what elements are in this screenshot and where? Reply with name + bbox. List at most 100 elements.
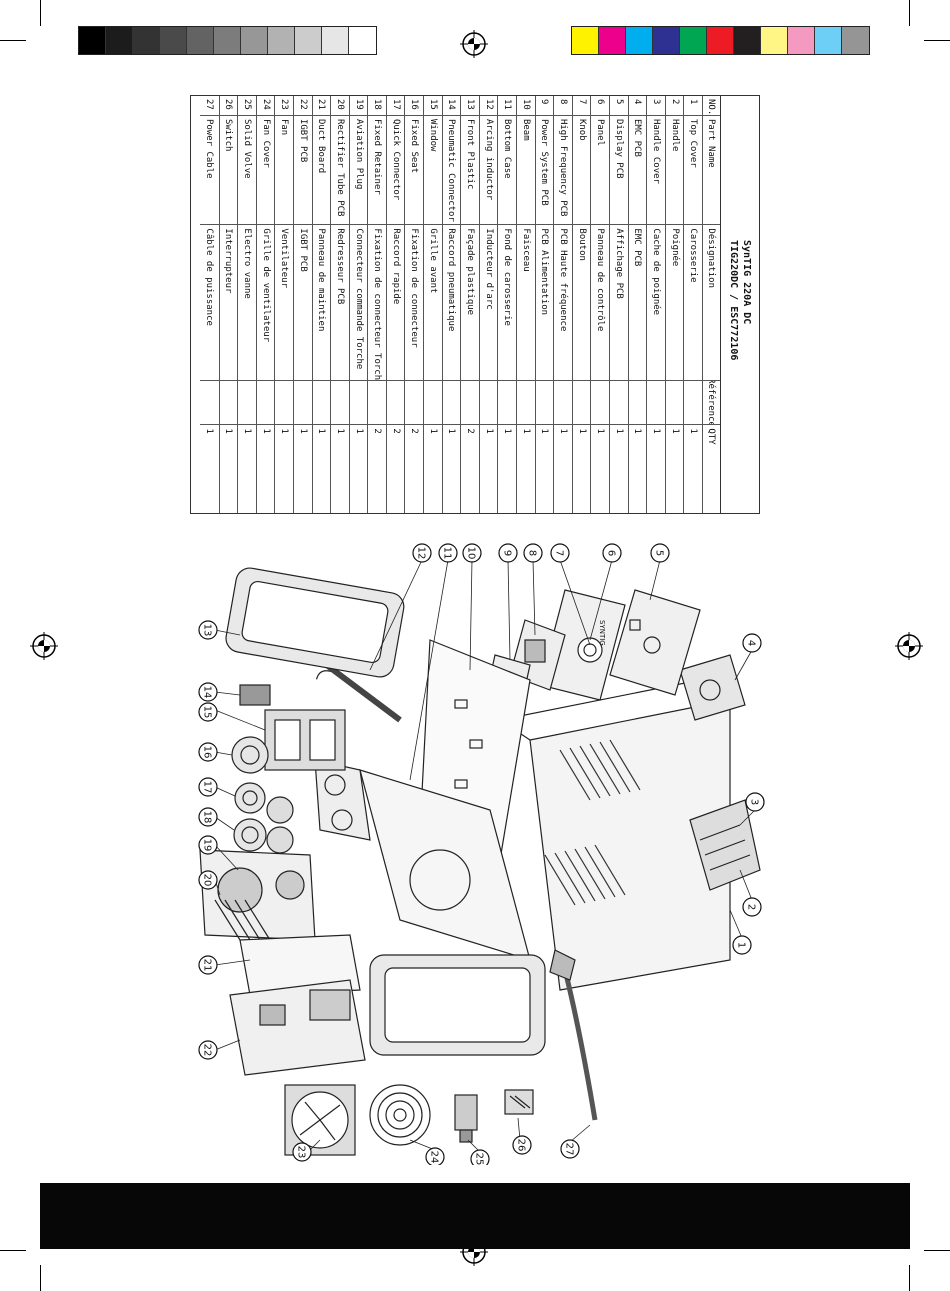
gray-swatch bbox=[349, 27, 376, 54]
cell-designation: Panneau de maintien bbox=[312, 225, 331, 381]
color-swatch bbox=[842, 27, 869, 54]
callout-14: 14 bbox=[198, 682, 218, 702]
grayscale-calibration-bar bbox=[78, 26, 377, 55]
cell-designation: Bouton bbox=[572, 225, 591, 381]
cell-designation: Grille avant bbox=[424, 225, 442, 381]
cell-no: 15 bbox=[424, 96, 442, 116]
cell-part-name: IGBT PCB bbox=[293, 115, 312, 226]
cell-no: 17 bbox=[386, 96, 405, 116]
cell-qty: 2 bbox=[465, 428, 476, 434]
callout-label: 22 bbox=[202, 1044, 213, 1057]
cell-designation: Carosserie bbox=[684, 225, 702, 381]
color-swatch bbox=[761, 27, 788, 54]
cell-reference bbox=[498, 380, 517, 426]
callout-label: 17 bbox=[202, 781, 213, 794]
callout-label: 27 bbox=[564, 1143, 575, 1156]
cell-reference bbox=[442, 380, 461, 426]
cell-part-name: Window bbox=[424, 115, 442, 226]
duct-board-drawing bbox=[239, 934, 361, 996]
callout-label: 16 bbox=[202, 746, 213, 759]
cell-qty: 1 bbox=[279, 428, 290, 434]
header-reference: Référence bbox=[703, 380, 720, 426]
color-swatch bbox=[734, 27, 761, 54]
cell-designation: Faisceau bbox=[517, 225, 535, 381]
cell-no: 20 bbox=[331, 96, 349, 116]
cell-designation: Grille de ventilateur bbox=[256, 225, 275, 381]
cell-qty: 1 bbox=[595, 428, 606, 434]
cell-reference bbox=[517, 380, 535, 426]
crop-mark bbox=[0, 40, 26, 41]
callout-label: 2 bbox=[746, 904, 757, 910]
callout-label: 4 bbox=[746, 640, 757, 646]
callout-label: 15 bbox=[202, 706, 213, 719]
callout-12: 12 bbox=[412, 543, 432, 563]
color-swatch bbox=[572, 27, 599, 54]
cell-reference bbox=[312, 380, 331, 426]
cell-no: 19 bbox=[349, 96, 368, 116]
cell-qty: 2 bbox=[372, 428, 383, 434]
callout-5: 5 bbox=[650, 543, 670, 563]
cell-designation: Ventilateur bbox=[275, 225, 293, 381]
cell-reference bbox=[386, 380, 405, 426]
cell-qty: 1 bbox=[316, 428, 327, 434]
callout-18: 18 bbox=[198, 807, 218, 827]
cell-reference bbox=[199, 380, 219, 426]
callout-label: 11 bbox=[442, 547, 453, 560]
cell-designation: Redresseur PCB bbox=[331, 225, 349, 381]
fan-drawing bbox=[284, 1084, 356, 1156]
cell-no: 11 bbox=[498, 96, 517, 116]
panel-brand-label: SYNTIG bbox=[598, 620, 606, 646]
callout-2: 2 bbox=[742, 897, 762, 917]
parts-list: SynTIG 220A DC TIG220DC / ESC772106 NO. … bbox=[190, 95, 760, 514]
cell-part-name: Quick Connector bbox=[386, 115, 405, 226]
cell-designation: Façade plastique bbox=[461, 225, 479, 381]
gray-swatch bbox=[160, 27, 187, 54]
registration-mark-icon bbox=[30, 632, 58, 660]
cell-part-name: Solid Volve bbox=[238, 115, 256, 226]
crop-mark bbox=[924, 1250, 950, 1251]
cell-part-name: Fixed Retainer bbox=[368, 115, 386, 226]
callout-3: 3 bbox=[745, 792, 765, 812]
cell-part-name: Front Plastic bbox=[461, 115, 479, 226]
cell-qty: 1 bbox=[558, 428, 569, 434]
bottom-case-drawing bbox=[314, 759, 531, 961]
cell-qty: 1 bbox=[520, 428, 531, 434]
callout-label: 1 bbox=[736, 942, 747, 948]
cell-part-name: Fan Cover bbox=[256, 115, 275, 226]
crop-mark bbox=[909, 1265, 910, 1291]
callout-label: 10 bbox=[466, 547, 477, 560]
cell-part-name: Pneumatic Connector bbox=[442, 115, 461, 226]
crop-mark bbox=[909, 0, 910, 26]
callout-6: 6 bbox=[602, 543, 622, 563]
callout-label: 14 bbox=[202, 686, 213, 699]
cell-part-name: High Frequency PCB bbox=[554, 115, 572, 226]
color-swatch bbox=[653, 27, 680, 54]
color-swatch bbox=[815, 27, 842, 54]
color-swatch bbox=[626, 27, 653, 54]
callout-label: 24 bbox=[429, 1151, 440, 1164]
callout-27: 27 bbox=[560, 1139, 580, 1159]
cell-reference bbox=[461, 380, 479, 426]
cell-no: 23 bbox=[275, 96, 293, 116]
callout-11: 11 bbox=[438, 543, 458, 563]
callout-label: 23 bbox=[296, 1146, 307, 1159]
cell-part-name: Rectifier Tube PCB bbox=[331, 115, 349, 226]
cell-qty: 1 bbox=[613, 428, 624, 434]
callout-label: 8 bbox=[527, 550, 538, 556]
cell-qty: 1 bbox=[632, 428, 643, 434]
callout-label: 9 bbox=[502, 550, 513, 556]
cell-part-name: EMC PCB bbox=[628, 115, 647, 226]
cell-designation: Fond de carosserie bbox=[498, 225, 517, 381]
product-title: SynTIG 220A DC bbox=[741, 240, 752, 325]
cell-designation: Interrupteur bbox=[219, 225, 238, 381]
